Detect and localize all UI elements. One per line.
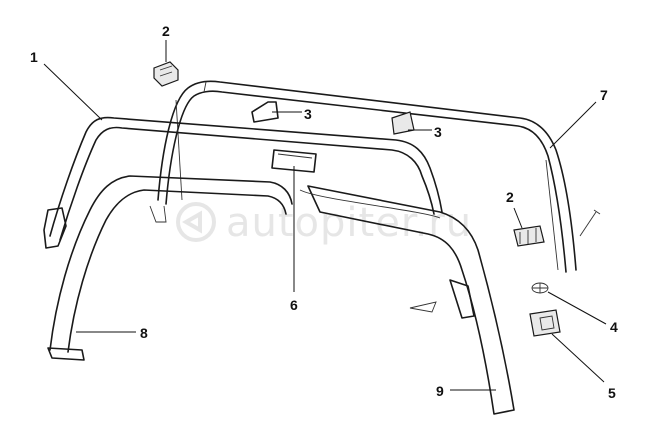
part-8-inner-arch	[47, 175, 293, 361]
callout-2-top: 2	[162, 23, 170, 39]
part-2-clip-top	[153, 61, 179, 87]
part-3-bracket-left	[251, 101, 279, 123]
leader-1	[43, 63, 103, 121]
callouts: 1 2 2 3 3 4 5 6 7 8 9	[30, 23, 618, 401]
leader-5	[551, 333, 605, 383]
part-9-front-flare	[299, 185, 515, 415]
part-2-clip-right	[513, 225, 545, 247]
part-5-nut	[529, 309, 561, 337]
callout-1: 1	[30, 49, 38, 65]
watermark: autopiter.ru	[176, 200, 472, 246]
fastener-screw	[579, 209, 601, 237]
watermark-text: autopiter.ru	[226, 200, 472, 246]
part-4-washer	[531, 282, 549, 294]
callout-3-right: 3	[434, 124, 442, 140]
leader-2b	[513, 207, 523, 229]
part-3-bracket-right	[391, 111, 415, 135]
part-6-plate	[271, 149, 317, 173]
callout-9: 9	[436, 383, 444, 399]
watermark-logo-icon	[176, 202, 216, 242]
callout-2-right: 2	[506, 189, 514, 205]
leader-lines	[43, 40, 607, 391]
watermark-arrow-icon	[181, 210, 202, 234]
callout-3-left: 3	[304, 106, 312, 122]
callout-6: 6	[290, 297, 298, 313]
callout-7: 7	[600, 87, 608, 103]
fastener-arrow	[409, 301, 437, 313]
callout-8: 8	[140, 325, 148, 341]
callout-4: 4	[610, 319, 618, 335]
part-1-mid-arch	[43, 116, 443, 249]
leader-7	[549, 101, 597, 149]
leader-4	[547, 291, 607, 325]
callout-5: 5	[608, 385, 616, 401]
